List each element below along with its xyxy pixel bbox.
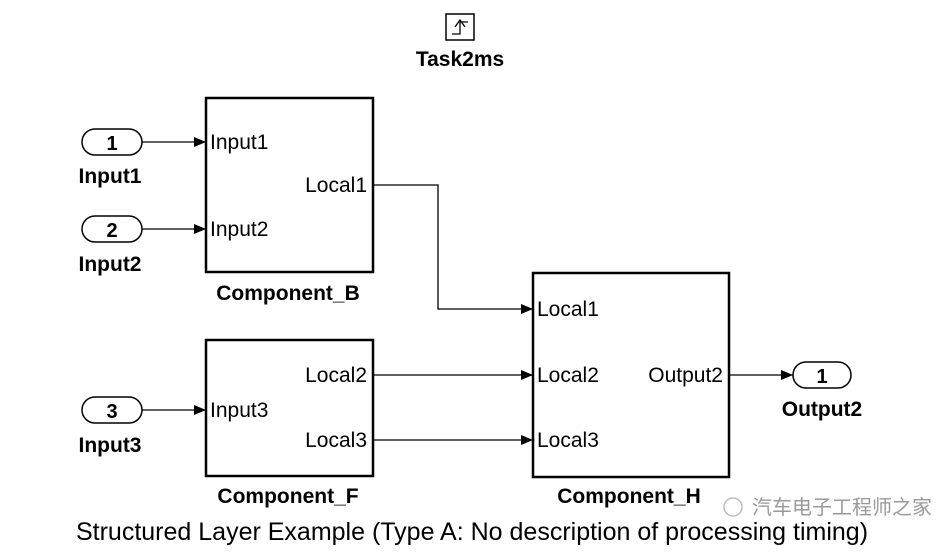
block-frame	[531, 271, 731, 479]
figure-caption: Structured Layer Example (Type A: No des…	[76, 518, 868, 546]
block-output-port-label: Local3	[305, 429, 367, 452]
block-output-port-label: Output2	[648, 364, 723, 387]
block-frame	[204, 338, 375, 478]
block-name: Component_H	[557, 485, 701, 508]
signal-line-local1[interactable]	[373, 184, 533, 314]
block-input-port-label: Input1	[210, 131, 268, 154]
trigger-label: Task2ms	[416, 48, 504, 71]
block-name: Component_B	[216, 282, 360, 305]
inport-number: 2	[106, 220, 117, 242]
inport-number: 3	[106, 401, 117, 423]
inport-name: Input2	[79, 253, 142, 276]
function-call-trigger-icon	[445, 13, 475, 41]
signal-lines	[142, 137, 793, 445]
block-component-b[interactable]: Input1 Input2 Local1 Component_B	[204, 96, 375, 305]
block-output-port-label: Local1	[305, 174, 367, 197]
block-input-port-label: Input2	[210, 218, 268, 241]
block-output-port-label: Local2	[305, 364, 367, 387]
watermark-text: 汽车电子工程师之家	[752, 496, 932, 519]
inport-input1[interactable]: 1 Input1	[79, 128, 143, 188]
inport-number: 1	[106, 133, 117, 155]
block-name: Component_F	[217, 485, 358, 508]
inport-input3[interactable]: 3 Input3	[79, 396, 143, 457]
block-input-port-label: Input3	[210, 399, 268, 422]
block-frame	[204, 96, 375, 274]
inport-name: Input1	[79, 165, 142, 188]
trigger-arrow-glyph	[454, 18, 466, 28]
block-component-f[interactable]: Input3 Local2 Local3 Component_F	[204, 338, 375, 508]
wechat-logo-icon	[723, 497, 743, 517]
trigger-edge-glyph	[452, 21, 468, 35]
outport-name: Output2	[782, 398, 862, 421]
inport-name: Input3	[79, 434, 142, 457]
outport-output2[interactable]: 1 Output2	[782, 361, 862, 421]
block-input-port-label: Local3	[537, 429, 599, 452]
outport-number: 1	[816, 366, 827, 388]
watermark: 汽车电子工程师之家	[723, 496, 932, 519]
inport-input2[interactable]: 2 Input2	[79, 215, 143, 276]
block-input-port-label: Local2	[537, 364, 599, 387]
task-trigger[interactable]: Task2ms	[416, 13, 504, 71]
block-component-h[interactable]: Local1 Local2 Local3 Output2 Component_H	[531, 271, 731, 508]
block-input-port-label: Local1	[537, 298, 599, 321]
